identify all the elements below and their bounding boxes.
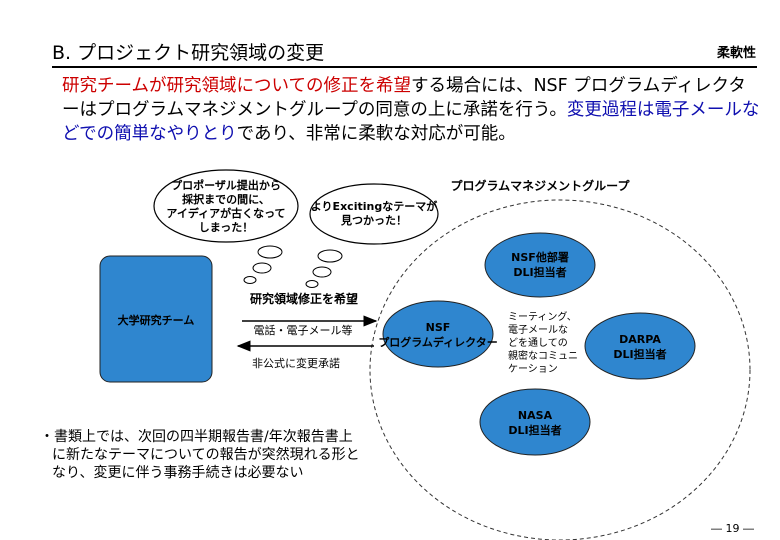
svg-text:アイディアが古くなって: アイディアが古くなって bbox=[166, 206, 285, 220]
bullet-line-2: に新たなテーマについての報告が突然現れる形と bbox=[52, 447, 360, 463]
management-group-label: プログラムマネジメントグループ bbox=[451, 178, 631, 193]
svg-text:採択までの間に、: 採択までの間に、 bbox=[182, 192, 270, 206]
nasa-label-2: DLI担当者 bbox=[508, 423, 561, 437]
nsf-other-label-2: DLI担当者 bbox=[513, 265, 566, 279]
bullet-line-3: なり、変更に伴う事務手続きは必要ない bbox=[52, 465, 304, 481]
lead-blue-text: 変更過程は電子メールなどでの簡単なやりとり bbox=[62, 100, 760, 144]
svg-text:どを通しての: どを通しての bbox=[508, 337, 568, 349]
svg-text:ミーティング、: ミーティング、 bbox=[508, 310, 577, 323]
thought-bubbles bbox=[243, 245, 343, 288]
thought-cloud-1: プロポーザル提出から 採択までの間に、 アイディアが古くなって しまった！ bbox=[153, 169, 299, 243]
lead-text-1: する場合には、NSF プログラムディレクターはプログラムマネジメントグループの同… bbox=[62, 76, 746, 120]
nsf-other-label-1: NSF他部署 bbox=[511, 250, 569, 264]
arrow-right-label: 電話・電子メール等 bbox=[254, 323, 353, 337]
nsf-director-label-1: NSF bbox=[426, 321, 451, 334]
section-tag: 柔軟性 bbox=[716, 46, 756, 61]
darpa-label-1: DARPA bbox=[619, 333, 661, 346]
arrow-title: 研究領域修正を希望 bbox=[250, 291, 358, 306]
communication-note: ミーティング、 電子メールな どを通しての 親密なコミュニ ケーション bbox=[508, 310, 578, 375]
lead-paragraph: 研究チームが研究領域についての修正を希望する場合には、NSF プログラムディレク… bbox=[62, 74, 762, 146]
nasa-label-1: NASA bbox=[518, 409, 553, 422]
svg-text:親密なコミュニ: 親密なコミュニ bbox=[508, 349, 578, 362]
page-number: ― 19 ― bbox=[711, 522, 754, 535]
bullet-note: ・書類上では、次回の四半期報告書/年次報告書上 に新たなテーマについての報告が突… bbox=[40, 428, 410, 482]
title-divider bbox=[52, 66, 757, 68]
svg-text:見つかった！: 見つかった！ bbox=[340, 214, 407, 227]
svg-text:プロポーザル提出から: プロポーザル提出から bbox=[171, 178, 281, 192]
darpa-label-2: DLI担当者 bbox=[613, 347, 666, 361]
thought-cloud-2: よりExcitingなテーマが 見つかった！ bbox=[309, 183, 439, 245]
university-team-label: 大学研究チーム bbox=[118, 313, 195, 327]
page-title: B. プロジェクト研究領域の変更 bbox=[52, 42, 325, 64]
nsf-director-label-2: プログラムディレクター bbox=[378, 335, 497, 349]
bullet-line-1: ・書類上では、次回の四半期報告書/年次報告書上 bbox=[40, 429, 353, 445]
nsf-other-node bbox=[484, 232, 596, 298]
arrow-left-label: 非公式に変更承諾 bbox=[252, 356, 340, 370]
darpa-node bbox=[584, 312, 696, 380]
svg-text:よりExcitingなテーマが: よりExcitingなテーマが bbox=[311, 199, 437, 213]
lead-red-text: 研究チームが研究領域についての修正を希望 bbox=[62, 76, 411, 96]
nsf-director-node bbox=[382, 300, 494, 368]
university-team-box bbox=[99, 255, 213, 383]
svg-text:しまった！: しまった！ bbox=[199, 221, 254, 234]
nasa-node bbox=[479, 388, 591, 456]
svg-text:ケーション: ケーション bbox=[508, 363, 558, 375]
management-group-boundary bbox=[369, 199, 751, 540]
lead-text-2: であり、非常に柔軟な対応が可能。 bbox=[236, 124, 516, 144]
svg-text:電子メールな: 電子メールな bbox=[508, 324, 568, 336]
